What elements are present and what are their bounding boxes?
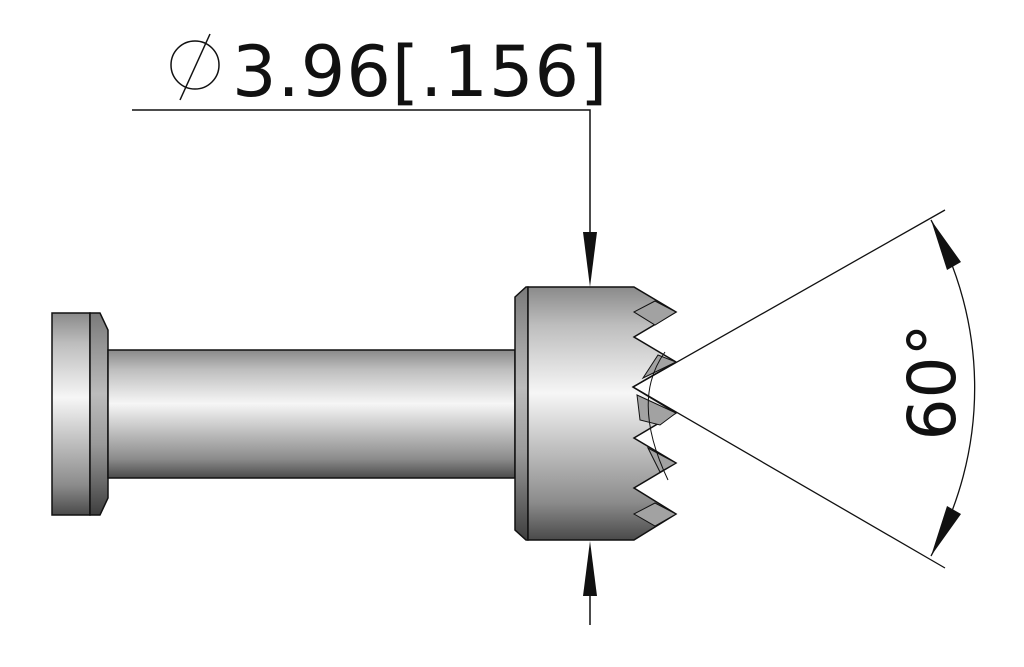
tip-arc <box>647 351 669 481</box>
head-chamfer <box>514 286 529 541</box>
angle-line-lower <box>632 386 946 569</box>
tooth-faces <box>632 300 678 527</box>
angle-dimension: 60° <box>632 209 976 569</box>
pin-part <box>51 286 678 541</box>
angle-value: 60° <box>894 324 971 441</box>
arc-arrow-bottom-icon <box>931 506 961 556</box>
leader-line <box>132 109 591 250</box>
diameter-symbol-icon <box>170 33 220 101</box>
arc-arrow-top-icon <box>931 220 961 270</box>
angle-line-upper <box>632 209 946 388</box>
diameter-value: 3.96[.156] <box>232 31 608 113</box>
arrow-bottom-icon <box>583 541 597 596</box>
arrow-top-icon <box>583 232 597 287</box>
shaft <box>107 349 516 479</box>
flange-chamfer <box>89 312 109 516</box>
flange <box>51 312 91 516</box>
diameter-dimension: 3.96[.156] <box>132 31 608 625</box>
